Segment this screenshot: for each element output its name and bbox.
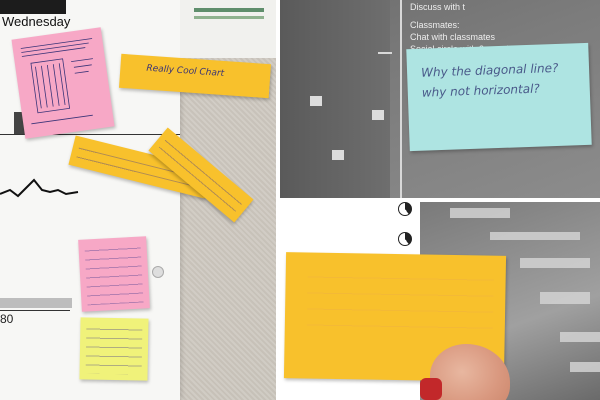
shadowed-area (280, 0, 390, 198)
pie-marker (398, 232, 412, 246)
handwriting-lines (306, 266, 494, 342)
chart-gray-strip (0, 298, 72, 308)
chart-block (520, 258, 590, 268)
chart-block (570, 362, 600, 372)
chart-bars (194, 8, 264, 24)
pink-sticky-note-sketch (11, 27, 115, 139)
left-photo-panel: Wednesday 80 Really Cool Chart (0, 0, 276, 400)
red-sleeve (420, 378, 442, 400)
push-pin (152, 266, 164, 278)
chart-marker (332, 150, 344, 160)
chart-axis-line (0, 134, 180, 135)
legend-text-1: Discuss with t (410, 2, 466, 12)
orange-note-text: Really Cool Chart (146, 63, 225, 80)
header-block (0, 0, 66, 14)
handwriting-lines (85, 323, 143, 375)
top-right-photo-panel: Discuss with t Classmates: Chat with cla… (280, 0, 600, 198)
axis-number-label: 80 (0, 312, 14, 326)
cyan-note-line-2: why not horizontal? (421, 81, 541, 100)
chart-vertical-line (400, 0, 402, 198)
yellow-sticky-note-comment (79, 317, 149, 381)
note-sketch-drawing (20, 38, 93, 125)
bottom-right-photo-panel (280, 202, 600, 400)
cyan-note-text: Why the diagonal line? why not horizonta… (421, 57, 582, 103)
handwriting-lines (84, 242, 144, 306)
cyan-sticky-note-question: Why the diagonal line? why not horizonta… (406, 42, 592, 152)
printed-chart-corner (180, 0, 276, 58)
chart-block (450, 208, 510, 218)
pink-sticky-note-comment (78, 236, 150, 312)
chart-segment (378, 52, 392, 54)
pie-marker (398, 202, 412, 216)
chart-block (540, 292, 590, 304)
chart-block (490, 232, 580, 240)
chart-squiggle-line (0, 178, 79, 198)
legend-text-2: Classmates: (410, 20, 460, 30)
chart-marker (310, 96, 322, 106)
chart-marker (372, 110, 384, 120)
legend-text-3: Chat with classmates (410, 32, 496, 42)
day-label: Wednesday (2, 14, 71, 29)
chart-block (560, 332, 600, 342)
chart-bottom-line (0, 310, 70, 311)
